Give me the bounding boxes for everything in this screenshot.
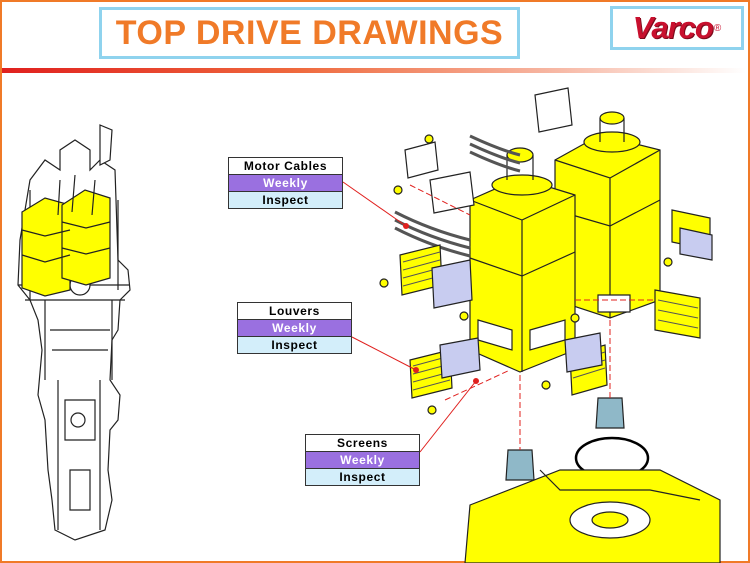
callout-frequency: Weekly [305, 451, 420, 469]
page-title: TOP DRIVE DRAWINGS [115, 13, 504, 52]
louvers-marker [413, 367, 419, 373]
callout-action: Inspect [237, 336, 352, 354]
callout-action: Inspect [228, 191, 343, 209]
callout-component: Screens [305, 434, 420, 452]
callout-louvers: Louvers Weekly Inspect [237, 302, 352, 354]
callout-motor-cables: Motor Cables Weekly Inspect [228, 157, 343, 209]
callout-frequency: Weekly [237, 319, 352, 337]
logo-registered-mark: ® [713, 22, 722, 34]
callout-component: Louvers [237, 302, 352, 320]
screens-marker [473, 378, 479, 384]
exploded-motors [379, 87, 721, 563]
varco-logo: Varco® [610, 6, 744, 50]
top-drive-overview [17, 124, 131, 541]
callout-action: Inspect [305, 468, 420, 486]
callout-component: Motor Cables [228, 157, 343, 175]
logo-text: Varco [632, 10, 714, 45]
title-box: TOP DRIVE DRAWINGS [99, 7, 520, 59]
leader-lines [342, 181, 477, 453]
callout-frequency: Weekly [228, 174, 343, 192]
header-rule [2, 68, 746, 73]
callout-screens: Screens Weekly Inspect [305, 434, 420, 486]
motor-cables-marker [403, 223, 409, 229]
